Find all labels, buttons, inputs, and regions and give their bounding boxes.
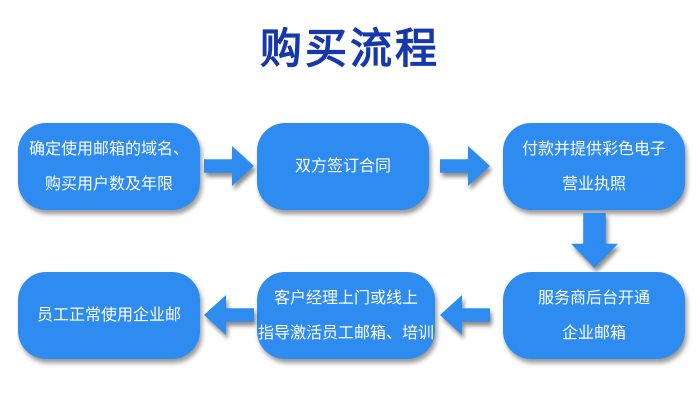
step-3-line-1: 付款并提供彩色电子 — [521, 140, 666, 158]
flow-step-3: 付款并提供彩色电子 营业执照 — [503, 123, 685, 210]
step-4-line-1: 服务商后台开通 — [537, 289, 650, 307]
step-5-line-2: 指导激活员工邮箱、培训 — [257, 324, 434, 342]
arrow-left-icon — [204, 295, 254, 335]
flow-step-5: 客户经理上门或线上 指导激活员工邮箱、培训 — [257, 272, 435, 359]
arrow-left-shape — [440, 295, 490, 335]
arrow-left-icon — [440, 295, 490, 335]
step-4-line-2: 企业邮箱 — [561, 324, 626, 342]
flow-step-6: 员工正常使用企业邮 — [18, 272, 200, 359]
arrow-right-shape — [440, 146, 490, 186]
flow-step-1: 确定使用邮箱的域名、 购买用户数及年限 — [18, 123, 200, 210]
arrow-left-shape — [204, 295, 254, 335]
arrow-down-icon — [571, 213, 618, 268]
flow-step-2: 双方签订合同 — [257, 123, 429, 210]
arrow-right-shape — [204, 146, 254, 186]
arrow-right-icon — [440, 146, 490, 186]
arrow-right-icon — [204, 146, 254, 186]
step-3-line-2: 营业执照 — [561, 175, 626, 193]
step-6-line-1: 员工正常使用企业邮 — [36, 307, 181, 324]
step-1-line-1: 确定使用邮箱的域名、 — [28, 140, 189, 158]
step-1-line-2: 购买用户数及年限 — [44, 175, 173, 193]
flow-step-4: 服务商后台开通 企业邮箱 — [503, 272, 685, 359]
step-2-line-1: 双方签订合同 — [294, 158, 391, 175]
arrow-down-shape — [571, 213, 618, 268]
step-5-line-1: 客户经理上门或线上 — [273, 289, 418, 307]
page-title: 购买流程 — [259, 25, 440, 72]
